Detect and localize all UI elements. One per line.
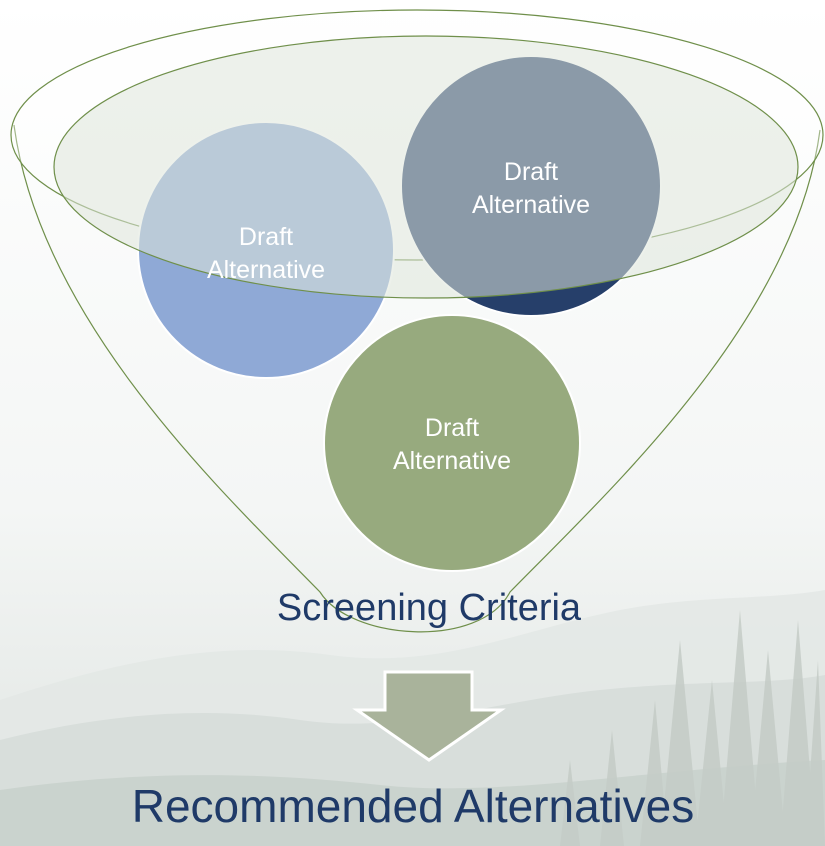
bubble-2-line2: Alternative — [472, 191, 590, 219]
funnel-cone-outline — [13, 124, 821, 633]
draft-alternative-bubble-3 — [323, 314, 581, 572]
bubble-2-line1: Draft — [504, 158, 558, 186]
funnel-inner-rim — [53, 35, 799, 299]
tree-silhouettes — [560, 610, 825, 846]
recommended-alternatives-label: Recommended Alternatives — [132, 780, 695, 832]
bubble-3-line2: Alternative — [393, 447, 511, 475]
bubble-1-line2: Alternative — [207, 256, 325, 284]
down-arrow-icon — [352, 670, 506, 762]
bubble-1-line1: Draft — [239, 223, 293, 251]
bubble-3-line1: Draft — [425, 414, 479, 442]
screening-criteria-label: Screening Criteria — [277, 587, 582, 629]
